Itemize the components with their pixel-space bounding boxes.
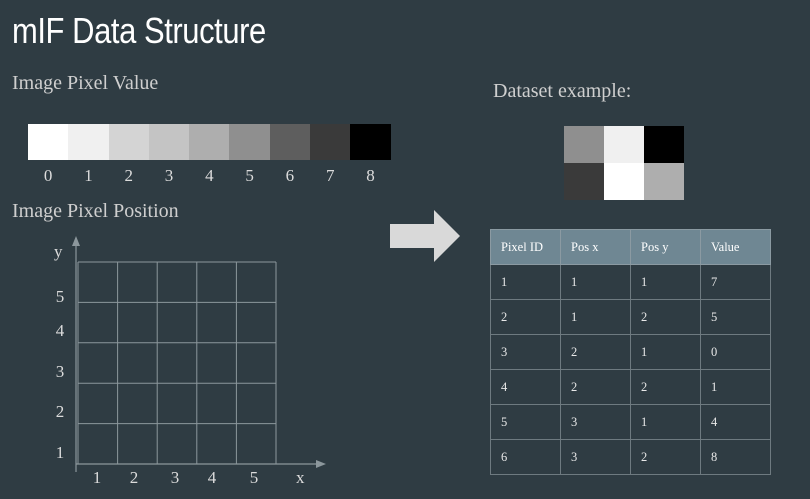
- header-pos-x: Pos x: [560, 229, 631, 265]
- x-tick-label: 4: [208, 468, 217, 487]
- dataset-label: Dataset example:: [493, 80, 632, 102]
- x-tick-label: 1: [93, 468, 102, 487]
- grayscale-swatch: [189, 124, 230, 160]
- y-tick-label: 3: [56, 362, 65, 381]
- grayscale-swatch: [229, 124, 270, 160]
- table-cell: 1: [630, 264, 701, 300]
- x-axis-arrow-icon: [316, 460, 326, 468]
- table-cell: 2: [560, 369, 631, 405]
- dataset-example-image: [564, 126, 684, 200]
- table-cell: 5: [700, 299, 771, 335]
- table-cell: 7: [700, 264, 771, 300]
- grayscale-swatch: [310, 124, 351, 160]
- y-tick-label: 5: [56, 287, 65, 306]
- grayscale-value: 0: [43, 166, 53, 185]
- table-cell: 3: [490, 334, 561, 370]
- table-cell: 1: [560, 264, 631, 300]
- table-cell: 5: [490, 404, 561, 440]
- slide-title: mIF Data Structure: [12, 10, 266, 51]
- x-tick-label: 5: [250, 468, 259, 487]
- example-pixel: [604, 126, 644, 163]
- table-cell: 1: [490, 264, 561, 300]
- grayscale-swatch: [28, 124, 69, 160]
- y-axis-arrow-icon: [72, 236, 80, 246]
- header-value: Value: [700, 229, 771, 265]
- y-tick-label: 4: [56, 321, 65, 340]
- grayscale-value: 1: [84, 166, 93, 185]
- grayscale-value: 2: [124, 166, 133, 185]
- grayscale-values: 0 1 2 3 4 5 6 7 8: [28, 166, 391, 186]
- table-cell: 1: [700, 369, 771, 405]
- table-cell: 4: [700, 404, 771, 440]
- table-cell: 8: [700, 439, 771, 475]
- grayscale-value: 7: [325, 166, 335, 185]
- table-cell: 1: [560, 299, 631, 335]
- table-header-row: Pixel ID Pos x Pos y Value: [490, 229, 771, 265]
- table-cell: 2: [630, 439, 701, 475]
- table-cell: 2: [490, 299, 561, 335]
- grayscale-value: 5: [245, 166, 254, 185]
- x-tick-label: 3: [171, 468, 180, 487]
- y-tick-label: 1: [56, 443, 65, 462]
- table-cell: 6: [490, 439, 561, 475]
- grayscale-bar: [28, 124, 391, 160]
- example-pixel: [644, 163, 684, 200]
- example-pixel: [564, 126, 604, 163]
- grayscale-value: 4: [205, 166, 214, 185]
- pixel-position-grid: y x 1 2 3 4 5 1 2 3 4 5: [54, 236, 326, 487]
- x-axis-label: x: [296, 468, 305, 487]
- arrow-right-icon: [390, 210, 460, 262]
- x-tick-label: 2: [130, 468, 139, 487]
- y-axis-label: y: [54, 242, 63, 261]
- table-cell: 4: [490, 369, 561, 405]
- header-pixel-id: Pixel ID: [490, 229, 561, 265]
- grayscale-value: 8: [366, 166, 375, 185]
- grayscale-swatch: [269, 124, 311, 160]
- example-pixel: [604, 163, 644, 200]
- pixel-position-label: Image Pixel Position: [12, 200, 179, 222]
- y-tick-label: 2: [56, 402, 65, 421]
- table-cell: 3: [560, 439, 631, 475]
- grayscale-swatch: [108, 124, 149, 160]
- grayscale-value: 6: [285, 166, 295, 185]
- table-cell: 1: [630, 334, 701, 370]
- grayscale-swatch: [68, 124, 109, 160]
- grayscale-value: 3: [164, 166, 174, 185]
- table-cell: 2: [630, 369, 701, 405]
- example-pixel: [564, 163, 604, 200]
- table-cell: 1: [630, 404, 701, 440]
- header-pos-y: Pos y: [630, 229, 701, 265]
- table-cell: 2: [630, 299, 701, 335]
- grayscale-swatch: [350, 124, 391, 160]
- pixel-value-label: Image Pixel Value: [12, 72, 159, 94]
- example-pixel: [644, 126, 684, 163]
- table-cell: 3: [560, 404, 631, 440]
- table-cell: 0: [700, 334, 771, 370]
- grayscale-swatch: [148, 124, 190, 160]
- table-cell: 2: [560, 334, 631, 370]
